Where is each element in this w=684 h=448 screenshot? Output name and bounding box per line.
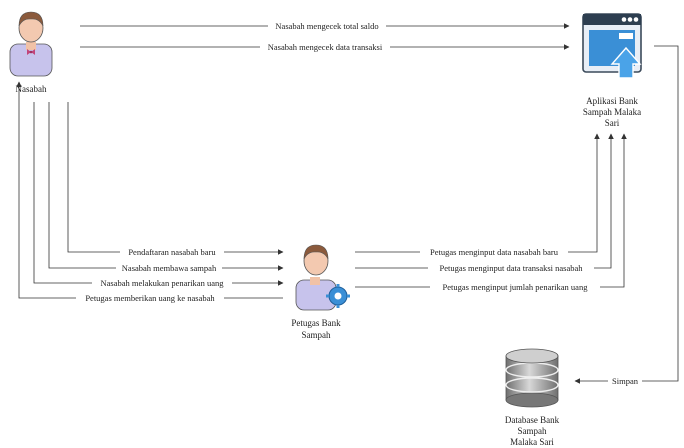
label-cek-transaksi: Nasabah mengecek data transaksi: [268, 42, 383, 52]
petugas-label-line2: Sampah: [302, 330, 331, 340]
upload-arrow-icon: [610, 46, 642, 79]
label-input-nasabah: Petugas menginput data nasabah baru: [430, 247, 559, 257]
flow-input-penarikan: Petugas menginput jumlah penarikan uang: [355, 133, 627, 292]
petugas-person-icon: [295, 244, 350, 311]
flow-input-nasabah: Petugas menginput data nasabah baru: [355, 133, 600, 257]
petugas-label-line1: Petugas Bank: [291, 318, 341, 328]
flow-membawa-sampah: Nasabah membawa sampah: [48, 102, 284, 273]
label-input-transaksi: Petugas menginput data transaksi nasabah: [439, 263, 583, 273]
db-label-line2: Sampah: [518, 426, 547, 436]
nasabah-label: Nasabah: [16, 84, 47, 94]
label-penarikan: Nasabah melakukan penarikan uang: [101, 278, 225, 288]
nasabah-person-icon: [9, 11, 53, 77]
flow-pendaftaran: Pendaftaran nasabah baru: [67, 102, 284, 257]
label-simpan: Simpan: [612, 376, 639, 386]
app-label-line2: Sampah Malaka: [583, 107, 641, 117]
label-memberikan-uang: Petugas memberikan uang ke nasabah: [85, 293, 215, 303]
app-label-line3: Sari: [605, 118, 620, 128]
label-membawa-sampah: Nasabah membawa sampah: [122, 263, 217, 273]
flow-penarikan: Nasabah melakukan penarikan uang: [33, 102, 284, 288]
label-input-penarikan: Petugas menginput jumlah penarikan uang: [443, 282, 589, 292]
db-label-line1: Database Bank: [505, 415, 560, 425]
flow-simpan: Simpan: [574, 45, 679, 386]
app-window-icon: [582, 13, 642, 79]
label-cek-saldo: Nasabah mengecek total saldo: [275, 21, 378, 31]
flow-memberikan-uang: Petugas memberikan uang ke nasabah: [16, 81, 283, 303]
flow-cek-saldo: Nasabah mengecek total saldo: [80, 20, 570, 31]
label-pendaftaran: Pendaftaran nasabah baru: [128, 247, 216, 257]
flow-cek-transaksi: Nasabah mengecek data transaksi: [80, 41, 570, 52]
flow-input-transaksi: Petugas menginput data transaksi nasabah: [355, 133, 614, 273]
database-icon: [505, 348, 559, 408]
db-label-line3: Malaka Sari: [510, 437, 554, 447]
app-label-line1: Aplikasi Bank: [586, 96, 638, 106]
